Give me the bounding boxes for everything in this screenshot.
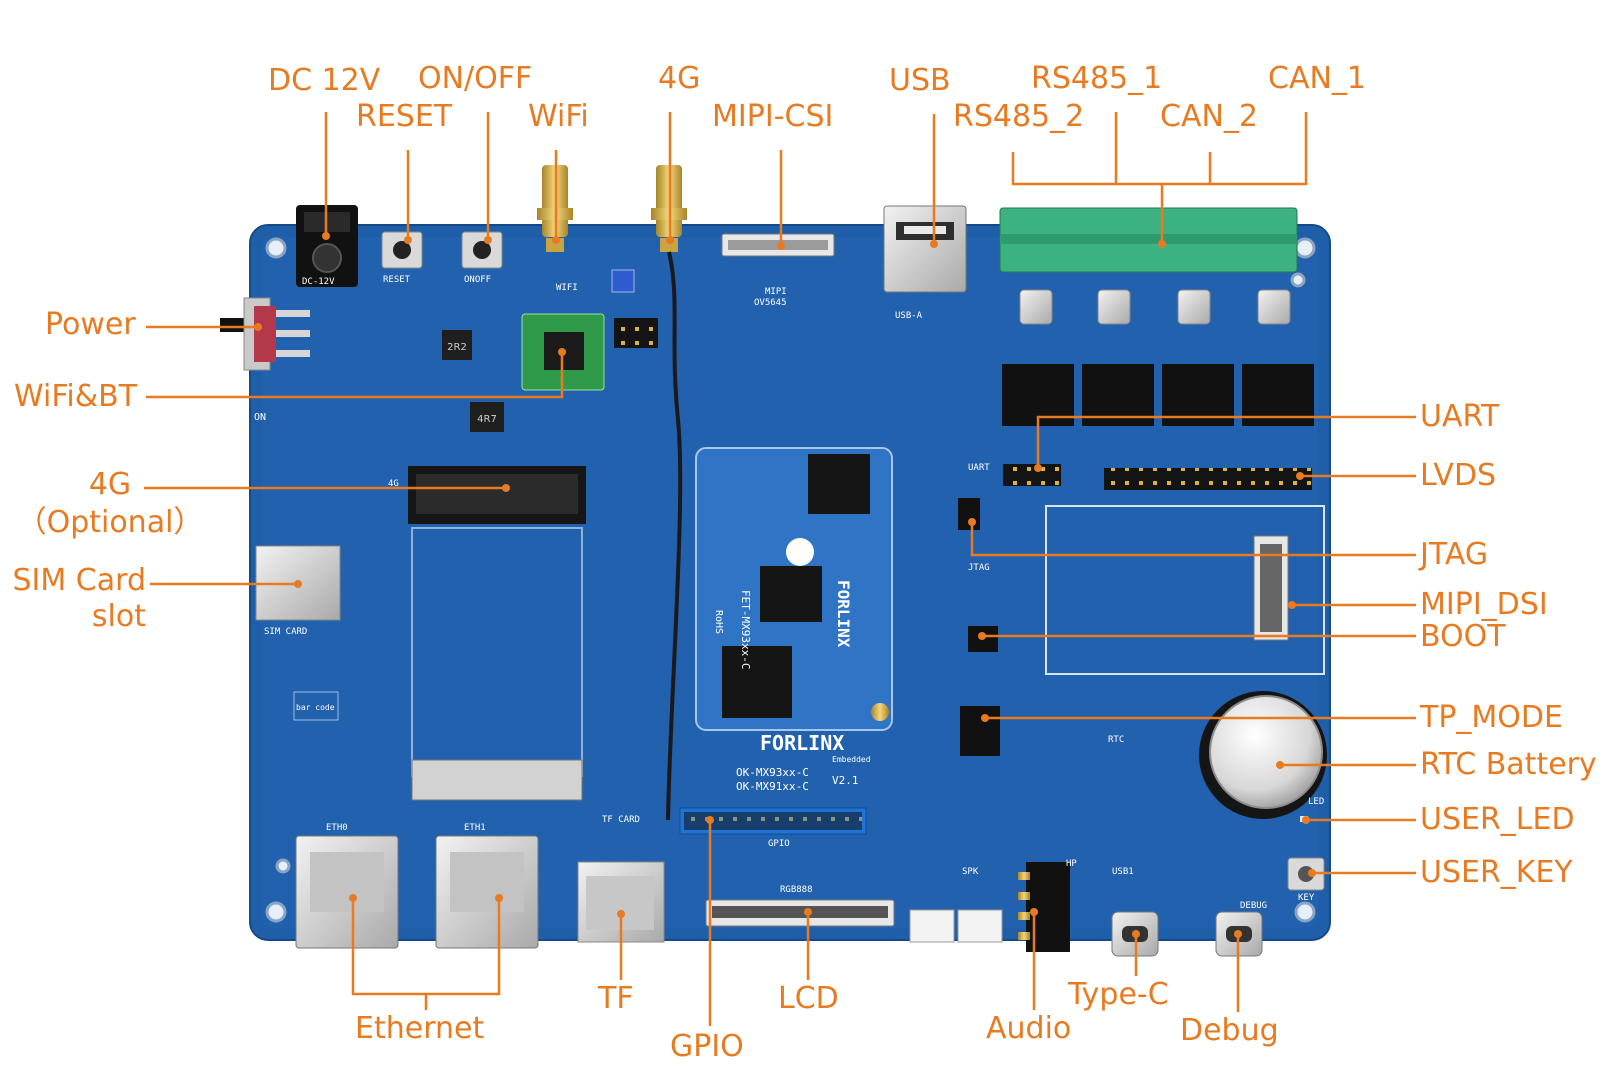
label-4g-top: 4G [658, 61, 701, 96]
audio-jack-part [1026, 862, 1070, 952]
som-card [695, 447, 893, 731]
label-ethernet: Ethernet [355, 1011, 485, 1046]
reset-button-part [381, 231, 423, 269]
label-sim-2: slot [91, 599, 146, 634]
silk-sim-card: SIM CARD [264, 627, 307, 637]
spk-connector-1 [909, 909, 955, 943]
silk-version: V2.1 [832, 774, 859, 787]
transceiver-modules [1002, 364, 1314, 426]
label-gpio: GPIO [670, 1029, 744, 1064]
silk-2r2: 2R2 [447, 342, 467, 353]
ethernet-jacks [295, 835, 539, 949]
onoff-button-part [461, 231, 503, 269]
silk-tf-card: TF CARD [602, 815, 640, 825]
callout-dots [254, 232, 1316, 938]
label-user-key: USER_KEY [1420, 855, 1573, 890]
silk-rtc: RTC [1108, 735, 1124, 745]
silk-4g: 4G [388, 479, 399, 489]
trimmer-pot [611, 269, 635, 293]
silk-dc12v: DC-12V [302, 277, 335, 287]
silk-bar-code: bar code [296, 703, 335, 712]
silk-uart: UART [968, 463, 990, 473]
silk-key: KEY [1298, 893, 1315, 903]
label-user-led: USER_LED [1420, 802, 1575, 837]
spk-connector-2 [957, 909, 1003, 943]
silk-spk: SPK [962, 867, 979, 877]
label-can-1: CAN_1 [1268, 61, 1366, 96]
inductor-2r2 [442, 330, 472, 360]
label-onoff: ON/OFF [418, 61, 533, 96]
silk-som-brand: FORLINX [834, 580, 853, 648]
label-uart: UART [1420, 399, 1500, 434]
label-rtc-battery: RTC Battery [1420, 747, 1597, 782]
rtc-coin-cell [1209, 695, 1323, 809]
label-4g-optional-2: （Optional） [16, 505, 204, 540]
label-jtag: JTAG [1420, 537, 1489, 572]
jtag-connector-part [958, 498, 980, 530]
label-usb: USB [889, 63, 951, 98]
lvds-header [1104, 468, 1312, 490]
label-reset: RESET [356, 99, 453, 134]
silk-4r7: 4R7 [477, 414, 497, 425]
silk-eth1: ETH1 [464, 823, 486, 833]
usb-a-connector [883, 205, 967, 293]
label-sim-1: SIM Card [12, 563, 147, 598]
silk-som-model: FET-MX93xx-C [739, 590, 752, 669]
silk-model-1: OK-MX93xx-C [736, 766, 809, 779]
silk-eth0: ETH0 [326, 823, 348, 833]
label-rs485-1: RS485_1 [1031, 61, 1163, 96]
silk-jtag: JTAG [968, 563, 990, 573]
audio-jack-contacts [1018, 872, 1030, 940]
label-dc12v: DC 12V [268, 63, 381, 98]
silk-model-2: OK-MX91xx-C [736, 780, 809, 793]
silk-usb-a: USB-A [895, 311, 923, 321]
label-can-2: CAN_2 [1160, 99, 1258, 134]
silk-ov5645: OV5645 [754, 298, 787, 308]
label-wifi: WiFi [528, 99, 589, 134]
terminal-block [999, 207, 1298, 273]
silk-reset: RESET [383, 275, 411, 285]
silk-hp: HP [1066, 859, 1077, 869]
mounting-holes [265, 237, 1316, 923]
label-audio: Audio [986, 1011, 1072, 1046]
adc-header [614, 318, 658, 348]
inductor-4r7 [470, 402, 504, 432]
label-mipi-csi: MIPI-CSI [712, 99, 834, 134]
label-rs485-2: RS485_2 [953, 99, 1085, 134]
label-boot: BOOT [1420, 619, 1506, 654]
label-wifibt: WiFi&BT [14, 379, 138, 414]
label-tf: TF [598, 981, 634, 1016]
silk-debug: DEBUG [1240, 901, 1267, 911]
tp-mode-dip-switch [960, 706, 1000, 756]
uart-header [1003, 464, 1061, 486]
silk-onoff: ONOFF [464, 275, 491, 285]
power-switch [220, 297, 310, 371]
label-debug: Debug [1180, 1013, 1279, 1048]
capacitor-row [1019, 289, 1291, 325]
label-mipi-dsi: MIPI_DSI [1420, 587, 1548, 622]
silk-gpio: GPIO [768, 839, 790, 849]
bar-code-box [293, 691, 339, 721]
silk-usb1: USB1 [1112, 867, 1134, 877]
silk-brand: FORLINX [760, 731, 844, 755]
label-power: Power [45, 307, 136, 342]
boot-table-outline [1045, 505, 1325, 675]
callout-lines [144, 112, 1416, 1026]
silk-rgb888: RGB888 [780, 885, 813, 895]
label-tp-mode: TP_MODE [1420, 700, 1563, 735]
label-lvds: LVDS [1420, 458, 1497, 493]
label-4g-optional-1: 4G [88, 467, 132, 502]
antenna-cable [666, 251, 683, 821]
silk-on: ON [254, 412, 266, 423]
silk-brand-sub: Embedded [832, 755, 871, 764]
silk-led: LED [1308, 797, 1324, 807]
minipcie-latch [411, 759, 583, 801]
label-lcd: LCD [778, 981, 839, 1016]
silk-wifi: WIFI [556, 283, 578, 293]
silk-mipi: MIPI [765, 287, 787, 297]
label-typec: Type-C [1068, 977, 1169, 1012]
silk-rohs: RoHS [713, 610, 724, 634]
